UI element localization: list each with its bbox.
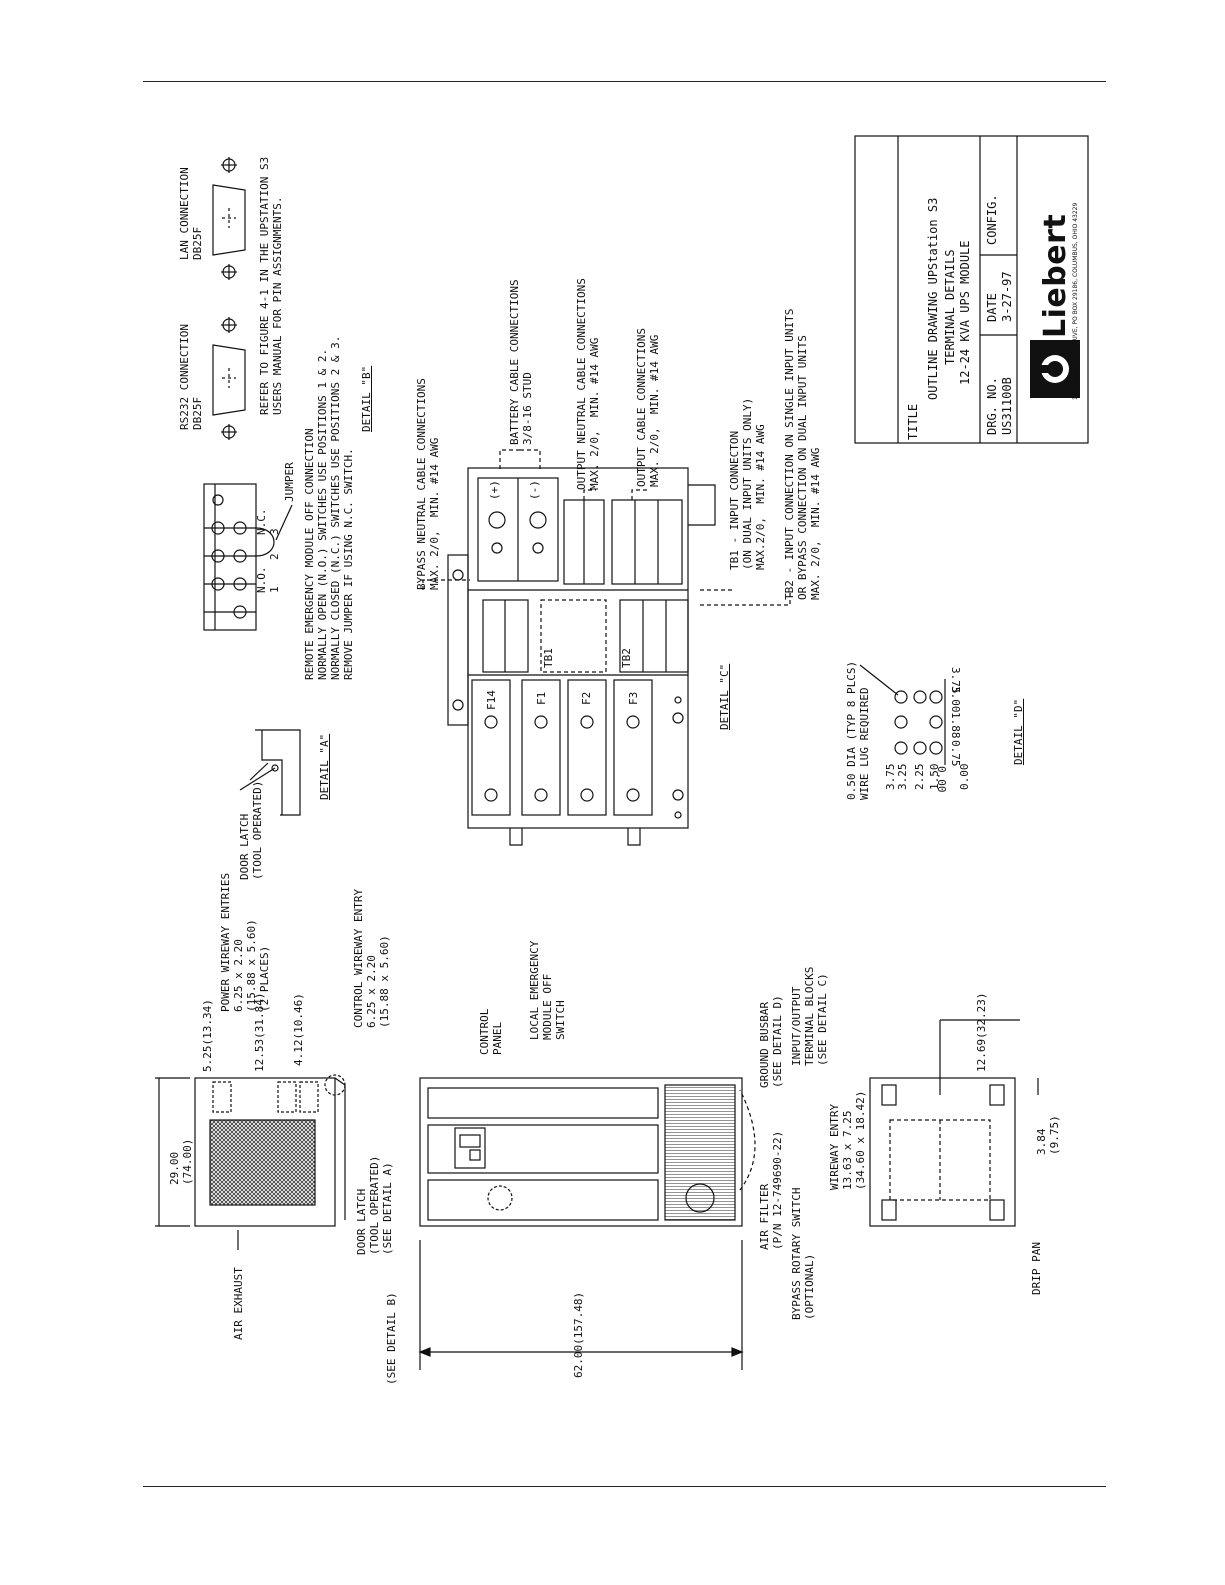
see-detail-b-label: (SEE DETAIL B) — [385, 1292, 398, 1385]
air-exhaust-label: AIR EXHAUST — [232, 1267, 245, 1340]
detail-d-bottom-000: 0.00 — [935, 766, 948, 793]
pin-2-label: 2 — [268, 553, 281, 560]
detail-a-title: DETAIL "A" — [318, 733, 331, 800]
date-label: DATE — [985, 293, 999, 322]
detail-a-latch-icon — [239, 729, 301, 816]
tb1-label: TB1 - INPUT CONNECTON (ON DUAL INPUT UNI… — [728, 397, 767, 570]
dim-412: 4.12(10.46) — [292, 993, 305, 1066]
air-filter-label: AIR FILTER (P/N 12-749690-22) — [758, 1130, 784, 1250]
drip-pan-label: DRIP PAN — [1030, 1242, 1043, 1295]
side-view-cabinet — [155, 1074, 346, 1250]
refer-note: REFER TO FIGURE 4-1 IN THE UPSTATION S3 … — [258, 156, 284, 415]
battery-minus: (-) — [528, 480, 541, 500]
detail-c-title: DETAIL "C" — [718, 663, 731, 730]
title-label: TITLE — [906, 403, 920, 440]
remote-epo-note: REMOTE EMERGENCY MODULE OFF CONNECTION N… — [303, 335, 355, 680]
power-wireway-label: POWER WIREWAY ENTRIES 6.25 x 2.20 (15.88… — [219, 872, 271, 1012]
fuse-f3: F3 — [627, 691, 640, 705]
detail-d-dim-325: 3.25 — [896, 763, 909, 791]
bypass-neutral-label: BYPASS NEUTRAL CABLE CONNECTIONS MAX. 2/… — [415, 378, 441, 590]
top-rule — [143, 81, 1106, 82]
detail-d-title: DETAIL "D" — [1012, 698, 1025, 765]
door-latch-label: DOOR LATCH (TOOL OPERATED) (SEE DETAIL A… — [355, 1155, 394, 1255]
detail-d-busbar-icon — [859, 664, 946, 765]
fuse-f2: F2 — [580, 691, 593, 705]
dim-525: 5.25(13.34) — [201, 999, 214, 1072]
drg-no-value: US31100B — [1000, 377, 1014, 435]
title-line-3: 12-24 KVA UPS MODULE — [958, 240, 972, 386]
control-wireway-label: CONTROL WIREWAY ENTRY 6.25 x 2.20 (15.88… — [352, 888, 391, 1028]
jumper-label: JUMPER — [283, 462, 296, 502]
tb2-tag: TB2 — [620, 648, 633, 668]
title-line-1: OUTLINE DRAWING UPStation S3 — [926, 197, 940, 400]
detail-d-bottom-075: 0.75 — [949, 740, 962, 767]
bottom-view-cabinet — [869, 1019, 1039, 1227]
fuse-f14: F14 — [485, 690, 498, 710]
logo-address: 1050 DEARBORN DRIVE, PO BOX 29186, COLUM… — [1072, 202, 1079, 400]
date-value: 3-27-97 — [1000, 271, 1014, 322]
battery-plus: (+) — [488, 480, 501, 500]
bottom-rule — [143, 1486, 1106, 1487]
local-epo-label: LOCAL EMERGENCY MODULE OFF SWITCH — [528, 940, 567, 1040]
control-panel-label: CONTROL PANEL — [478, 1008, 504, 1055]
remote-epo-terminal-icon — [203, 483, 293, 631]
lan-connector-icon — [212, 157, 246, 280]
rs232-label: RS232 CONNECTION DB25F — [178, 324, 204, 430]
drg-no-label: DRG. NO. — [985, 377, 999, 435]
detail-c-panel — [422, 449, 791, 846]
title-line-2: TERMINAL DETAILS — [943, 249, 957, 365]
detail-a-door-latch: DOOR LATCH (TOOL OPERATED) — [238, 780, 264, 880]
detail-d-dim-225: 2.25 — [913, 763, 926, 791]
wireway-entry-label: WIREWAY ENTRY 13.63 x 7.25 (34.60 x 18.4… — [828, 1090, 867, 1190]
config-label: CONFIG. — [985, 194, 999, 245]
liebert-logo-mark-icon — [1030, 340, 1080, 398]
pin-nc-label: N.C. 3 — [255, 508, 281, 536]
battery-label: BATTERY CABLE CONNECTIONS 3/8-16 STUD — [508, 279, 534, 445]
detail-d-hole-note: 0.50 DIA (TYP 8 PLCS) WIRE LUG REQUIRED — [845, 660, 871, 800]
title-block-frame — [854, 135, 1089, 444]
detail-d-bottom-375: 3.75 — [949, 667, 962, 694]
front-view-cabinet — [418, 1077, 756, 1370]
output-cable-label: OUTPUT CABLE CONNECTIONS MAX. 2/0, MIN. … — [635, 328, 661, 487]
detail-d-bottom-188: 1.88 — [949, 712, 962, 739]
dim-29: 29.00 (74.00) — [168, 1138, 194, 1185]
fuse-f1: F1 — [535, 691, 548, 705]
output-neutral-label: OUTPUT NEUTRAL CABLE CONNECTIONS MAX. 2/… — [575, 278, 601, 490]
dim-384: 3.84 (9.75) — [1035, 1115, 1061, 1155]
lan-label: LAN CONNECTION DB25F — [178, 167, 204, 260]
dim-62: 62.00(157.48) — [572, 1291, 585, 1378]
detail-d-dim-000: 0.00 — [958, 763, 971, 791]
tb1-tag: TB1 — [542, 648, 555, 668]
bypass-switch-label: BYPASS ROTARY SWITCH (OPTIONAL) — [790, 1187, 816, 1320]
dim-1269: 12.69(32.23) — [975, 992, 988, 1072]
ground-busbar-label: GROUND BUSBAR (SEE DETAIL D) — [758, 995, 784, 1088]
rs232-connector-icon — [212, 317, 246, 440]
tb2-label: TB2 - INPUT CONNECTION ON SINGLE INPUT U… — [783, 308, 822, 600]
io-blocks-label: INPUT/OUTPUT TERMINAL BLOCKS (SEE DETAIL… — [790, 966, 829, 1066]
liebert-logo: Liebert — [1038, 213, 1073, 338]
detail-b-title: DETAIL "B" — [360, 365, 373, 432]
pin-no-label: N.O. 1 — [255, 566, 281, 594]
